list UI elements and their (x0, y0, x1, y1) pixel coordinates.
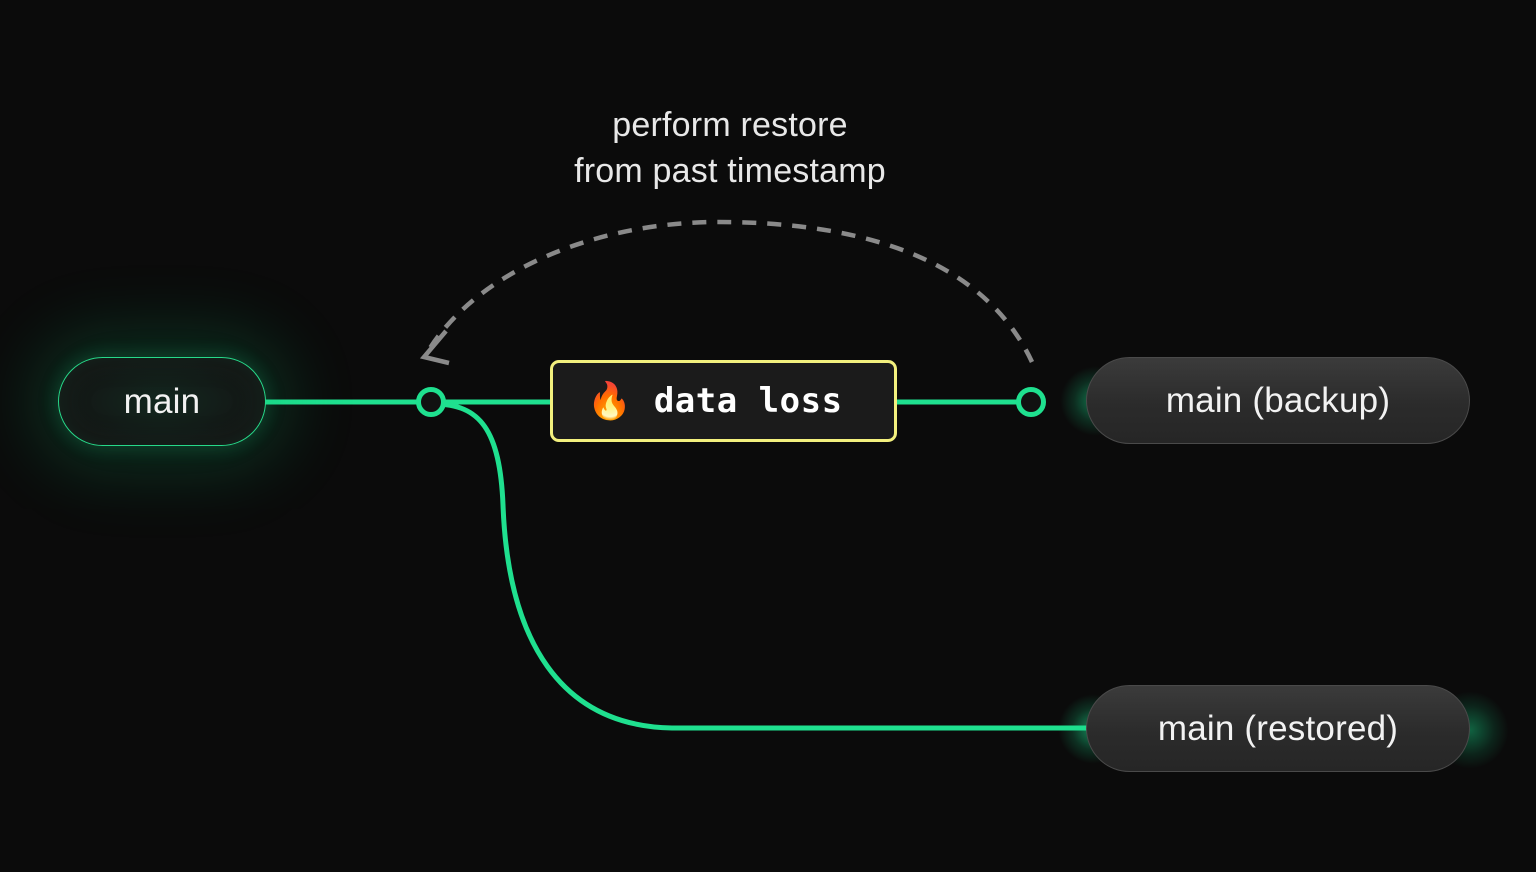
event-label-data-loss: data loss (653, 381, 843, 421)
edge-branchpoint-to-restored (431, 401, 1093, 731)
branch-node-restored[interactable]: main (restored) (1086, 685, 1470, 772)
commit-node-backup-point[interactable] (1016, 387, 1046, 417)
commit-node-branch-point[interactable] (416, 387, 446, 417)
branch-node-backup[interactable]: main (backup) (1086, 357, 1470, 444)
branch-label-main: main (123, 381, 201, 421)
event-node-data-loss[interactable]: 🔥 data loss (550, 360, 897, 442)
branch-node-main[interactable]: main (58, 357, 266, 446)
fire-emoji-icon: 🔥 (587, 380, 632, 421)
restore-arrow-head-icon (419, 329, 450, 366)
restore-annotation-label: perform restore from past timestamp (574, 106, 886, 190)
branch-label-restored: main (restored) (1157, 708, 1399, 748)
branch-label-backup: main (backup) (1165, 380, 1391, 420)
restore-arrow-path (428, 219, 1035, 363)
